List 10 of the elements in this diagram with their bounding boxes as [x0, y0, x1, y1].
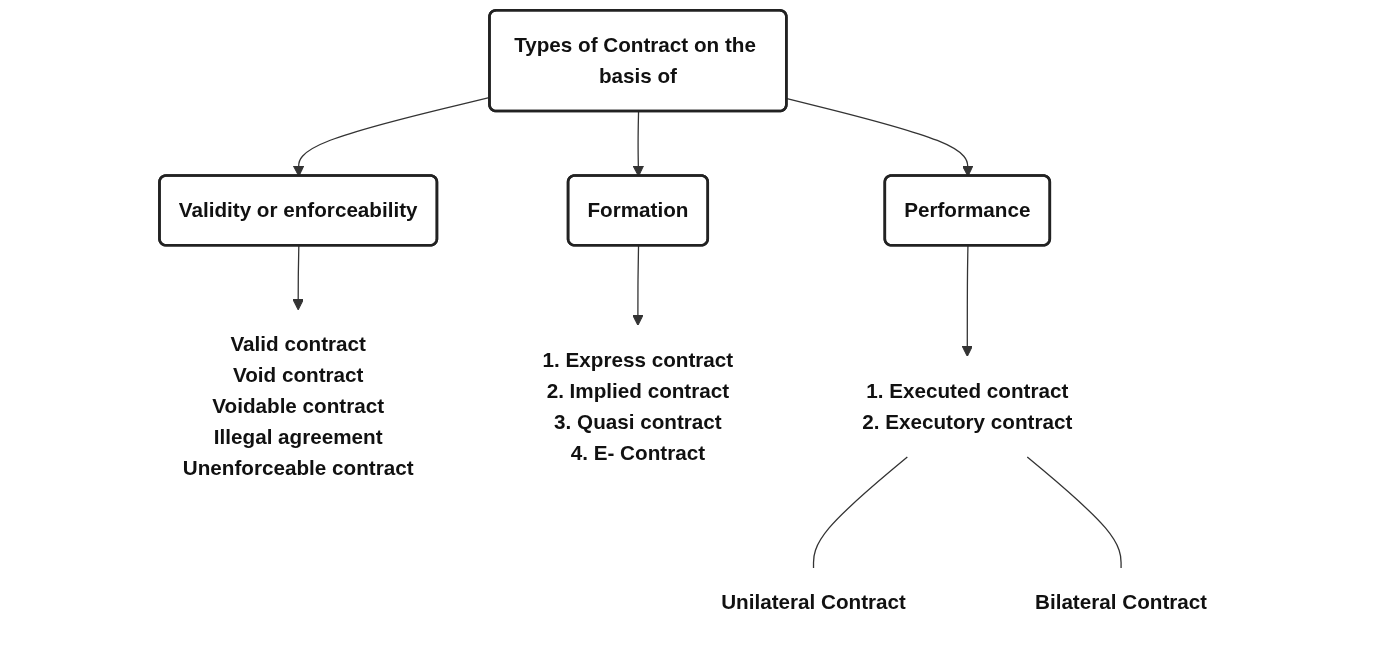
connector: [812, 456, 908, 569]
node-text: 1. Express contract 2. Implied contract 3. Quasi contract 4. E- Contract: [542, 348, 734, 464]
node-text: 1. Executed contract 2. Executory contract: [862, 379, 1073, 433]
arrow: [961, 245, 973, 357]
arrow: [632, 245, 644, 326]
node-text: Bilateral Contract: [1034, 591, 1208, 614]
node-text: Valid contract Void contract Voidable contract Illegal agreement Unenforceable contract: [182, 333, 414, 479]
arrow: [292, 245, 304, 311]
connector: [1026, 456, 1122, 569]
node-text: Unilateral Contract: [721, 591, 906, 614]
